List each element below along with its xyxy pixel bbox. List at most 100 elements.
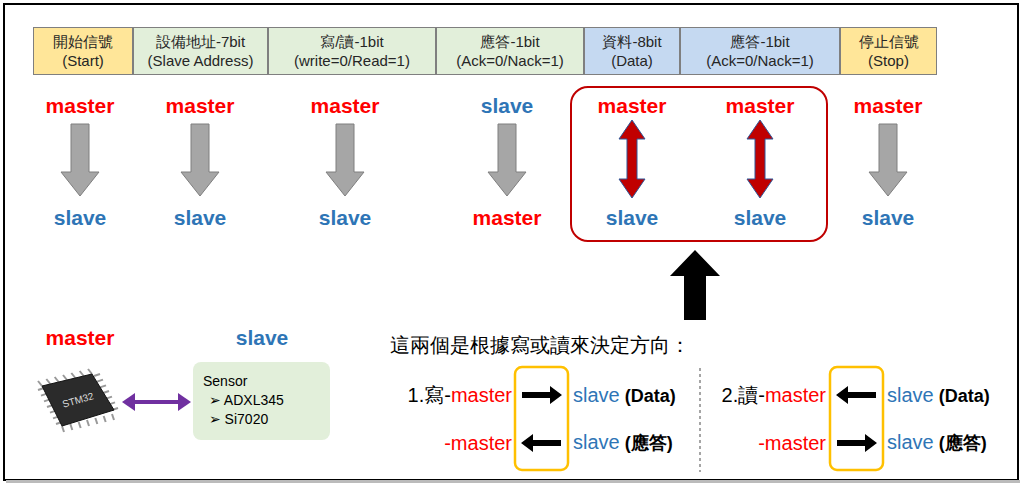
row-text: slave	[887, 431, 934, 454]
role-label: master	[311, 94, 380, 118]
role-text: slave	[606, 206, 659, 230]
field-text: (Ack=0/Nack=1)	[456, 51, 564, 70]
field-box: 資料-8bit(Data)	[584, 27, 680, 75]
arrow-head	[178, 393, 191, 411]
role-label: master	[46, 326, 115, 350]
text-row: 1.寫-master	[408, 382, 512, 409]
field-text: (Stop)	[868, 51, 909, 70]
row-text: 2.讀-	[722, 382, 765, 409]
row-text: (應答)	[939, 431, 987, 455]
text-row: slave(應答)	[887, 431, 987, 455]
chip-pin	[62, 426, 64, 432]
field-text: (Data)	[611, 51, 653, 70]
highlight-box	[830, 367, 883, 470]
pointer-arrow	[670, 250, 720, 320]
role-label: slave	[862, 206, 915, 230]
role-label: master	[473, 206, 542, 230]
chip-body	[42, 374, 114, 426]
row-text: slave	[573, 431, 620, 454]
chip-pin	[95, 418, 97, 424]
chip-pin	[100, 385, 106, 387]
field-box: 停止信號(Stop)	[840, 27, 937, 75]
role-label: master	[854, 94, 923, 118]
field-text: (Start)	[62, 51, 104, 70]
direction-arrow	[181, 124, 219, 196]
chip-pin	[70, 424, 72, 430]
role-label: slave	[319, 206, 372, 230]
field-box: 寫/讀-1bit(write=0/Read=1)	[268, 27, 436, 75]
text-row: slave(應答)	[573, 431, 673, 455]
row-text: slave	[573, 384, 620, 407]
frame-shadow	[6, 480, 1020, 483]
role-label: slave	[54, 206, 107, 230]
sensor-text: Sensor	[203, 372, 320, 391]
chip-pin	[46, 379, 50, 384]
text-row: -master	[444, 432, 512, 455]
row-text: -master	[444, 432, 512, 455]
text-row: slave(Data)	[887, 384, 990, 407]
field-text: (write=0/Read=1)	[294, 51, 410, 70]
chip-pin	[71, 373, 75, 378]
right-arrow	[837, 434, 877, 452]
row-text: master	[765, 384, 826, 407]
text-row: -master	[758, 432, 826, 455]
chip-pin	[38, 381, 42, 386]
field-text: 應答-1bit	[730, 32, 789, 51]
chip-pin	[55, 377, 59, 382]
sensor-text: ➢ ADXL345	[203, 391, 320, 410]
field-box: 設備地址-7bit(Slave Address)	[133, 27, 268, 75]
row-text: (應答)	[625, 431, 673, 455]
field-box: 開始信號(Start)	[33, 27, 133, 75]
direction-arrow	[326, 124, 364, 196]
row-text: (Data)	[939, 386, 990, 407]
bidirectional-arrow	[747, 120, 773, 198]
chip-pin	[63, 375, 67, 380]
text-row: 這兩個是根據寫或讀來決定方向：	[390, 332, 690, 359]
field-text: 開始信號	[53, 32, 113, 51]
text-row: 2.讀-master	[722, 382, 826, 409]
sensor-text: ➢ Si7020	[203, 410, 320, 429]
field-text: (Slave Address)	[148, 51, 254, 70]
divider-line	[699, 368, 701, 472]
bidirectional-group: mastermasterslaveslave	[570, 86, 828, 242]
connector-line	[135, 400, 178, 404]
row-text: 1.寫-	[408, 382, 451, 409]
row-text: -master	[758, 432, 826, 455]
connector	[122, 393, 191, 411]
role-label: master	[166, 94, 235, 118]
chip-pin	[88, 369, 92, 374]
outer-frame	[4, 4, 1018, 480]
text-row: slave(Data)	[573, 384, 676, 407]
left-arrow	[521, 434, 561, 452]
left-arrow	[836, 386, 876, 404]
chip-pin	[112, 414, 114, 420]
field-text: 資料-8bit	[602, 32, 661, 51]
sensor-box: Sensor➢ ADXL345➢ Si7020	[193, 362, 330, 440]
chip-pin	[94, 374, 100, 376]
role-text: slave	[734, 206, 787, 230]
field-box: 應答-1bit(Ack=0/Nack=1)	[680, 27, 840, 75]
field-box: 應答-1bit(Ack=0/Nack=1)	[436, 27, 584, 75]
direction-arrows	[61, 120, 907, 198]
field-text: 設備地址-7bit	[156, 32, 245, 51]
field-text: 寫/讀-1bit	[320, 32, 383, 51]
row-text: master	[451, 384, 512, 407]
arrow-head	[122, 393, 135, 411]
role-text: master	[598, 94, 667, 118]
bidirectional-arrow	[619, 120, 645, 198]
role-label: slave	[174, 206, 227, 230]
chip-pin	[97, 380, 103, 382]
chip-pin	[104, 416, 106, 422]
role-label: slave	[236, 326, 289, 350]
field-text: 停止信號	[859, 32, 919, 51]
direction-arrow	[61, 124, 99, 196]
direction-arrow	[488, 124, 526, 196]
right-arrow	[522, 386, 562, 404]
row-text: 這兩個是根據寫或讀來決定方向：	[390, 332, 690, 359]
row-text: (Data)	[625, 386, 676, 407]
role-label: slave	[481, 94, 534, 118]
chip-pin	[79, 422, 81, 428]
field-text: 應答-1bit	[480, 32, 539, 51]
mcu-chip: STM32	[34, 366, 120, 438]
field-text: (Ack=0/Nack=1)	[706, 51, 814, 70]
